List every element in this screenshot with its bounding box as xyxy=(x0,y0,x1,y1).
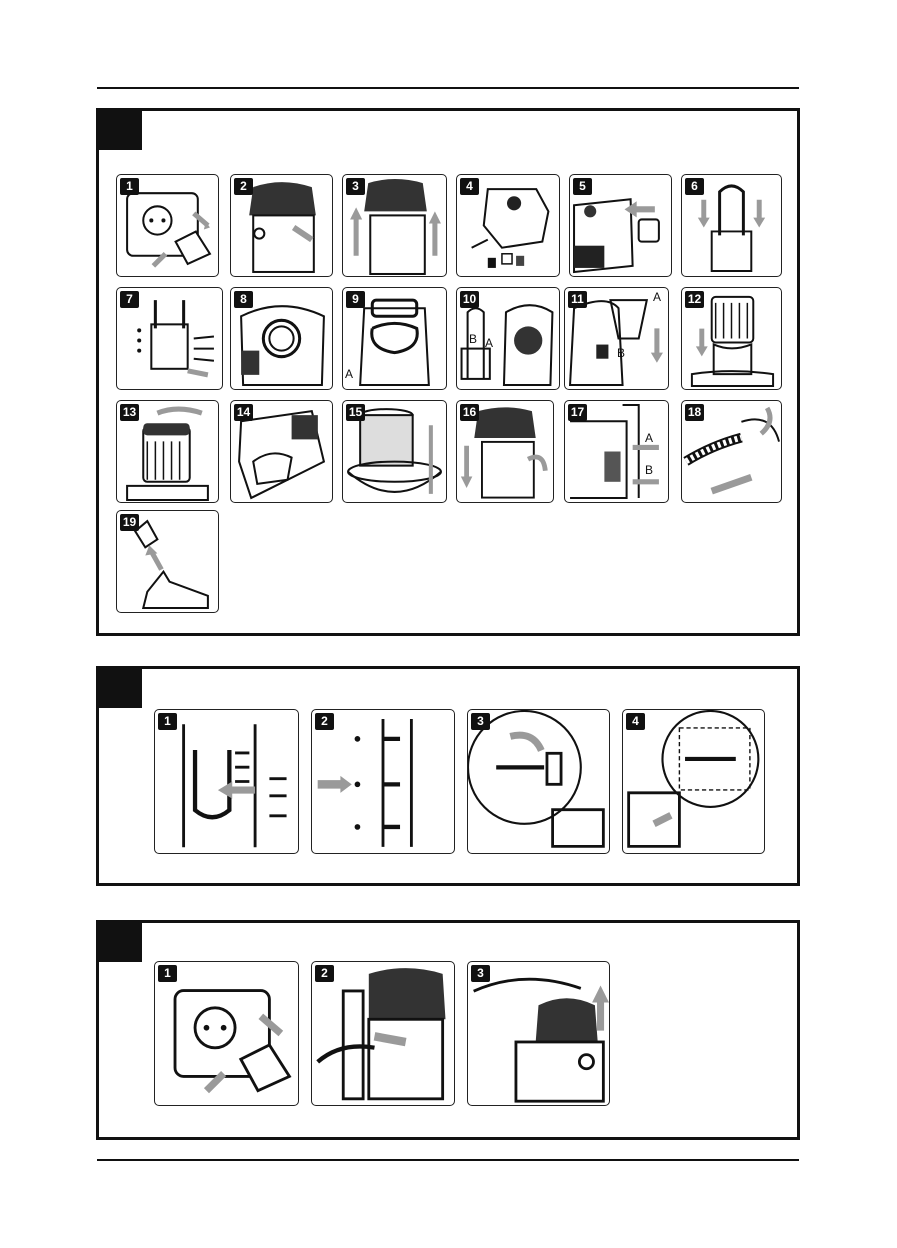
step-panel: 9 A xyxy=(342,287,447,390)
step-number: 4 xyxy=(460,178,479,195)
step-number: 16 xyxy=(460,404,479,421)
step-number: 2 xyxy=(315,713,334,730)
bottom-rule xyxy=(97,1159,799,1161)
step-number: 3 xyxy=(471,713,490,730)
step-panel: 1 xyxy=(116,174,219,277)
step-number: 5 xyxy=(573,178,592,195)
step-panel: 8 xyxy=(230,287,333,390)
vacuum-cleaner-icon xyxy=(312,962,454,1105)
step-number: 15 xyxy=(346,404,365,421)
step-number: 1 xyxy=(158,713,177,730)
step-panel: 4 xyxy=(456,174,560,277)
step-panel: 15 xyxy=(342,400,447,503)
step-panel: 2 xyxy=(311,961,455,1106)
step-panel: 5 xyxy=(569,174,672,277)
step-panel: 1 xyxy=(154,961,299,1106)
step-number: 2 xyxy=(234,178,253,195)
step-number: 11 xyxy=(568,291,587,308)
step-panel: 6 xyxy=(681,174,782,277)
step-number: 2 xyxy=(315,965,334,982)
step-number: 17 xyxy=(568,404,587,421)
step-number: 6 xyxy=(685,178,704,195)
step-number: 7 xyxy=(120,291,139,308)
step-panel: 10 B A xyxy=(456,287,560,390)
label-letter: A xyxy=(485,336,493,350)
step-panel: 13 xyxy=(116,400,219,503)
step-panel: 14 xyxy=(230,400,333,503)
wall-bracket-icon xyxy=(623,710,764,853)
step-number: 4 xyxy=(626,713,645,730)
step-number: 1 xyxy=(120,178,139,195)
step-panel: 12 xyxy=(681,287,782,390)
wall-socket-icon xyxy=(155,962,298,1105)
step-panel: 11 A B xyxy=(564,287,669,390)
step-panel: 18 xyxy=(681,400,782,503)
step-number: 14 xyxy=(234,404,253,421)
step-panel: 4 xyxy=(622,709,765,854)
step-number: 9 xyxy=(346,291,365,308)
step-number: 19 xyxy=(120,514,139,531)
label-letter: B xyxy=(645,463,653,477)
top-rule xyxy=(97,87,799,89)
wall-bracket-icon xyxy=(155,710,298,853)
step-number: 18 xyxy=(685,404,704,421)
step-panel: 2 xyxy=(230,174,333,277)
step-number: 13 xyxy=(120,404,139,421)
step-panel: 19 xyxy=(116,510,219,613)
step-number: 3 xyxy=(471,965,490,982)
label-letter: B xyxy=(469,332,477,346)
step-number: 3 xyxy=(346,178,365,195)
step-panel: 7 xyxy=(116,287,223,390)
step-panel: 17 A B xyxy=(564,400,669,503)
step-number: 8 xyxy=(234,291,253,308)
section-tab xyxy=(96,666,142,708)
step-panel: 3 xyxy=(467,709,610,854)
label-letter: B xyxy=(617,346,625,360)
label-letter: A xyxy=(345,367,353,381)
section-tab xyxy=(96,108,142,150)
step-number: 1 xyxy=(158,965,177,982)
wall-bracket-icon xyxy=(468,710,609,853)
step-panel: 16 xyxy=(456,400,554,503)
wall-bracket-icon xyxy=(312,710,454,853)
step-panel: 1 xyxy=(154,709,299,854)
step-panel: 2 xyxy=(311,709,455,854)
label-letter: A xyxy=(645,431,653,445)
step-panel: 3 xyxy=(342,174,447,277)
step-panel: 3 xyxy=(467,961,610,1106)
vacuum-cleaner-icon xyxy=(468,962,609,1105)
step-number: 10 xyxy=(460,291,479,308)
step-number: 12 xyxy=(685,291,704,308)
label-letter: A xyxy=(653,290,661,304)
section-tab xyxy=(96,920,142,962)
